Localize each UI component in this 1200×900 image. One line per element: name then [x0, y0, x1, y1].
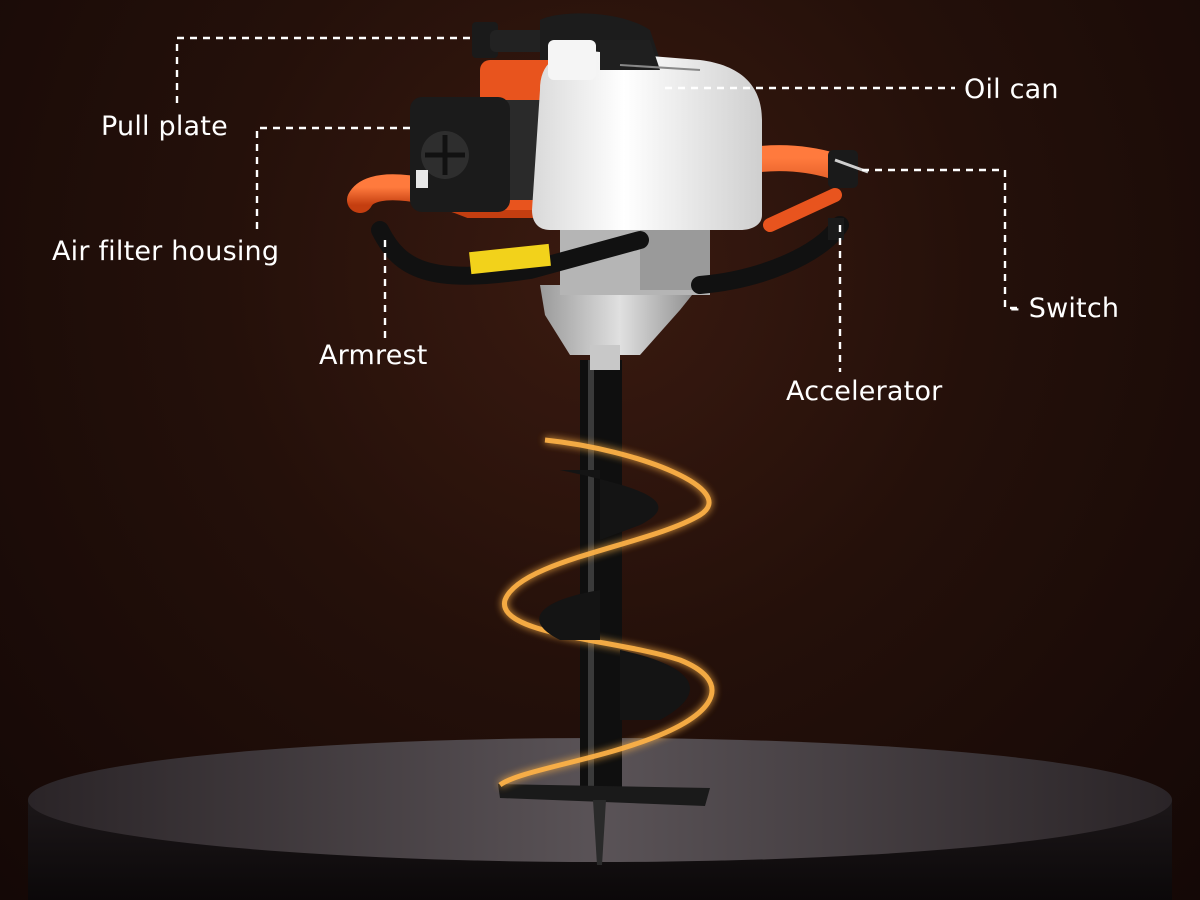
label-armrest: Armrest: [319, 340, 428, 371]
label-switch: - Switch: [1010, 293, 1120, 324]
callout-lines: [175, 36, 1018, 372]
oil-tank: [532, 40, 762, 231]
air-filter-housing: [410, 97, 510, 212]
label-accelerator: Accelerator: [786, 376, 943, 407]
label-oil-can: Oil can: [964, 74, 1059, 105]
callout-line-switch: [862, 168, 1018, 310]
auger-shaft: [498, 360, 710, 865]
callout-line-pull-plate: [175, 36, 470, 108]
callout-line-air-filter: [255, 126, 410, 232]
label-pull-plate: Pull plate: [101, 111, 228, 142]
label-air-filter-housing: Air filter housing: [52, 236, 280, 267]
auger-flighting: [498, 437, 715, 788]
